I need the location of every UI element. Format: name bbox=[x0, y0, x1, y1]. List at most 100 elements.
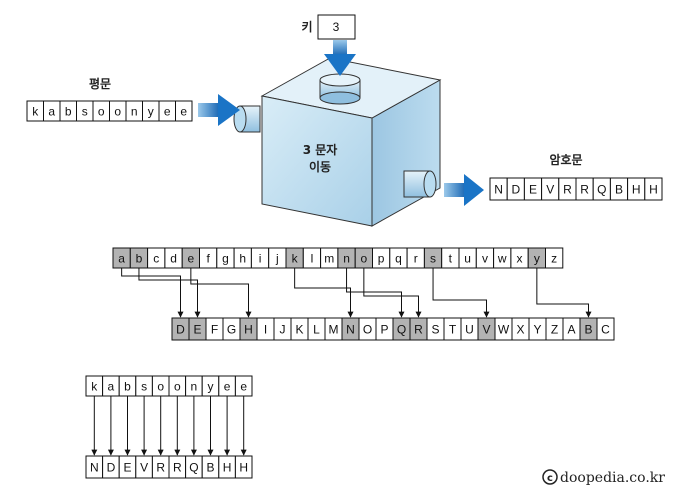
example-plaintext-cell: k bbox=[85, 375, 104, 397]
cipher-alphabet-letter: Q bbox=[397, 323, 406, 337]
example-plaintext-letter: a bbox=[108, 380, 115, 394]
plain-alphabet-letter: y bbox=[534, 252, 540, 266]
machine-front-face bbox=[261, 95, 373, 227]
plain-alphabet-cell: z bbox=[545, 247, 564, 269]
example-ciphertext-letter: Q bbox=[189, 461, 198, 475]
ciphertext-letter: H bbox=[632, 183, 641, 197]
example-ciphertext-cell: Q bbox=[185, 455, 203, 479]
cipher-alphabet-letter: Y bbox=[533, 323, 541, 337]
example-ciphertext-cell: N bbox=[85, 455, 104, 479]
example-ciphertext-cell: V bbox=[135, 455, 153, 479]
example-plaintext-cell: n bbox=[185, 375, 203, 397]
example-plaintext-cell: o bbox=[151, 375, 170, 397]
cipher-alphabet-cell: M bbox=[324, 317, 343, 341]
cipher-alphabet-letter: L bbox=[313, 323, 320, 337]
plain-alphabet-cell: j bbox=[268, 247, 287, 269]
example-ciphertext-letter: N bbox=[90, 461, 99, 475]
plain-alphabet-cell: n bbox=[337, 247, 356, 269]
cipher-alphabet-letter: R bbox=[414, 323, 423, 337]
plaintext-cell: b bbox=[59, 100, 77, 122]
plaintext-letter: b bbox=[65, 105, 72, 119]
plain-alphabet-cell: b bbox=[129, 247, 149, 269]
example-plaintext-letter: o bbox=[174, 380, 181, 394]
plaintext-letter: a bbox=[48, 105, 55, 119]
cipher-alphabet-cell: W bbox=[494, 317, 513, 341]
example-ciphertext-letter: V bbox=[140, 461, 148, 475]
key-value: 3 bbox=[333, 20, 340, 34]
plain-alphabet-letter: q bbox=[395, 252, 402, 266]
cipher-alphabet-cell: X bbox=[511, 317, 530, 341]
key-label: 키 bbox=[301, 19, 312, 34]
cipher-alphabet-cell: B bbox=[579, 317, 598, 341]
plaintext-letter: s bbox=[82, 105, 88, 119]
example-ciphertext-letter: R bbox=[173, 461, 182, 475]
cipher-alphabet-cell: T bbox=[443, 317, 462, 341]
plain-alphabet-letter: i bbox=[259, 252, 262, 266]
ciphertext-letter: R bbox=[563, 183, 572, 197]
example-plaintext-cell: a bbox=[102, 375, 120, 397]
plain-alphabet-cell: c bbox=[147, 247, 166, 269]
plain-alphabet-letter: n bbox=[343, 252, 350, 266]
example-ciphertext-letter: B bbox=[206, 461, 214, 475]
example-ciphertext-cell: H bbox=[218, 455, 236, 479]
cipher-alphabet-letter: W bbox=[498, 323, 510, 337]
plain-alphabet-letter: m bbox=[324, 252, 334, 266]
cipher-alphabet-cell: N bbox=[341, 317, 360, 341]
cipher-alphabet-cell: C bbox=[596, 317, 615, 341]
ciphertext-flow-arrow bbox=[444, 174, 484, 206]
cipher-alphabet-cell: Y bbox=[528, 317, 547, 341]
plaintext-cell: n bbox=[125, 100, 143, 122]
plaintext-cell: k bbox=[26, 100, 44, 122]
cipher-alphabet-cell: S bbox=[426, 317, 445, 341]
example-plaintext-cell: e bbox=[218, 375, 236, 397]
ciphertext-letter: D bbox=[511, 183, 520, 197]
plain-alphabet-cell: q bbox=[389, 247, 408, 269]
example-plaintext-letter: b bbox=[124, 380, 131, 394]
cipher-alphabet-letter: U bbox=[465, 323, 474, 337]
plaintext-flow-arrow bbox=[198, 94, 240, 126]
cipher-alphabet-letter: E bbox=[193, 323, 201, 337]
cipher-alphabet-letter: H bbox=[244, 323, 253, 337]
example-plaintext-letter: y bbox=[208, 380, 214, 394]
ciphertext-cell: R bbox=[575, 177, 594, 201]
plain-alphabet-cell: l bbox=[302, 247, 322, 269]
plain-alphabet-cell: v bbox=[475, 247, 495, 269]
cipher-alphabet-letter: D bbox=[176, 323, 185, 337]
example-ciphertext-cell: D bbox=[102, 455, 120, 479]
plaintext-cell: o bbox=[92, 100, 110, 122]
ciphertext-letter: E bbox=[529, 183, 537, 197]
ciphertext-cell: R bbox=[558, 177, 577, 201]
plain-alphabet-letter: b bbox=[136, 252, 143, 266]
cipher-alphabet-cell: O bbox=[358, 317, 377, 341]
plain-alphabet-cell: o bbox=[354, 247, 374, 269]
plain-alphabet-letter: k bbox=[292, 252, 299, 266]
mapping-arrow bbox=[138, 268, 201, 318]
mapping-arrows bbox=[121, 268, 592, 318]
cipher-alphabet-cell: F bbox=[205, 317, 224, 341]
example-plaintext-letter: e bbox=[224, 380, 231, 394]
example-ciphertext-cell: E bbox=[118, 455, 137, 479]
machine-label-line1: 3 문자 bbox=[303, 142, 338, 157]
example-plaintext-cell: e bbox=[234, 375, 253, 397]
ciphertext-cell: H bbox=[644, 177, 663, 201]
example-plaintext-cell: o bbox=[168, 375, 187, 397]
cipher-alphabet-cell: H bbox=[239, 317, 258, 341]
key-box bbox=[317, 14, 356, 40]
mapping-arrow bbox=[121, 268, 184, 318]
cipher-alphabet-letter: O bbox=[363, 323, 372, 337]
example-plaintext-letter: k bbox=[91, 380, 98, 394]
cipher-alphabet-letter: Z bbox=[551, 323, 558, 337]
cipher-alphabet-cell: L bbox=[307, 317, 326, 341]
mapping-arrow bbox=[294, 268, 354, 318]
plaintext-input-port bbox=[233, 105, 261, 133]
plain-alphabet-letter: u bbox=[464, 252, 471, 266]
ciphertext-letter: H bbox=[649, 183, 658, 197]
example-plaintext-cell: b bbox=[118, 375, 137, 397]
plaintext-cell: e bbox=[175, 100, 193, 122]
example-plaintext-letter: n bbox=[191, 380, 198, 394]
cipher-alphabet-letter: S bbox=[431, 323, 439, 337]
machine-label-line2: 이동 bbox=[309, 159, 331, 174]
